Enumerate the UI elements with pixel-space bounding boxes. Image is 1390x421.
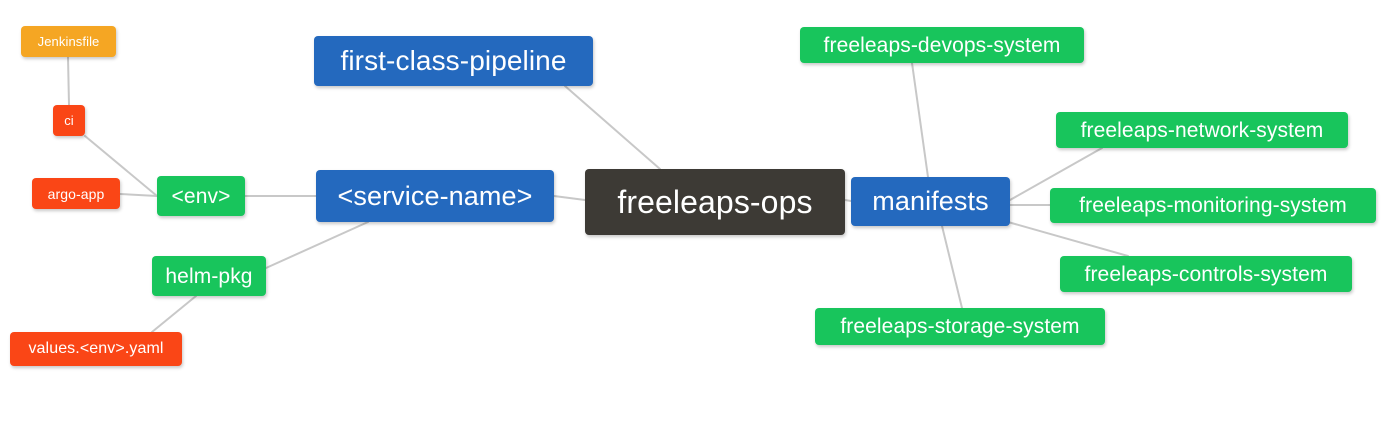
node-label-env: <env> (171, 184, 231, 208)
mindmap-node-helm-pkg[interactable]: helm-pkg (152, 256, 266, 296)
node-label-helm-pkg: helm-pkg (165, 264, 253, 288)
mindmap-node-env[interactable]: <env> (157, 176, 245, 216)
node-label-jenkinsfile: Jenkinsfile (37, 34, 100, 49)
mindmap-node-ci[interactable]: ci (53, 105, 85, 136)
mindmap-node-service-name[interactable]: <service-name> (316, 170, 554, 222)
mindmap-node-freeleaps-controls-system[interactable]: freeleaps-controls-system (1060, 256, 1352, 292)
node-label-freeleaps-network-system: freeleaps-network-system (1080, 118, 1324, 142)
node-label-values-env-yaml: values.<env>.yaml (28, 340, 164, 357)
mindmap-node-first-class-pipeline[interactable]: first-class-pipeline (314, 36, 593, 86)
mindmap-node-freeleaps-ops[interactable]: freeleaps-ops (585, 169, 845, 235)
mindmap-node-freeleaps-monitoring-system[interactable]: freeleaps-monitoring-system (1050, 188, 1376, 223)
node-label-freeleaps-devops-system: freeleaps-devops-system (823, 33, 1061, 57)
mindmap-node-argo-app[interactable]: argo-app (32, 178, 120, 209)
mindmap-node-manifests[interactable]: manifests (851, 177, 1010, 226)
node-label-argo-app: argo-app (47, 185, 105, 202)
node-label-manifests: manifests (872, 186, 989, 216)
node-label-freeleaps-ops: freeleaps-ops (617, 184, 813, 220)
node-label-freeleaps-controls-system: freeleaps-controls-system (1084, 262, 1328, 286)
node-label-service-name: <service-name> (337, 180, 533, 211)
mindmap-node-jenkinsfile[interactable]: Jenkinsfile (21, 26, 116, 57)
mindmap-node-freeleaps-network-system[interactable]: freeleaps-network-system (1056, 112, 1348, 148)
mindmap-node-freeleaps-devops-system[interactable]: freeleaps-devops-system (800, 27, 1084, 63)
node-label-freeleaps-monitoring-system: freeleaps-monitoring-system (1079, 194, 1347, 217)
mindmap-node-freeleaps-storage-system[interactable]: freeleaps-storage-system (815, 308, 1105, 345)
mindmap-node-values-env-yaml[interactable]: values.<env>.yaml (10, 332, 182, 366)
node-label-ci: ci (64, 113, 74, 128)
node-label-freeleaps-storage-system: freeleaps-storage-system (840, 315, 1080, 338)
node-label-first-class-pipeline: first-class-pipeline (340, 45, 567, 76)
